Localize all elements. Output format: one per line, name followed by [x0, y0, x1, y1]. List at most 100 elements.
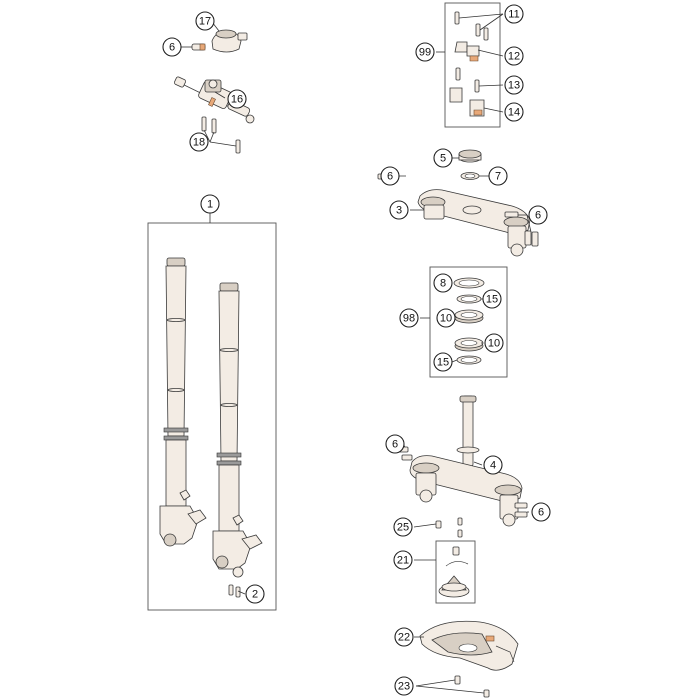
callout-c15b: 15	[433, 352, 453, 372]
washer-part	[460, 172, 480, 180]
callout-number: 1	[207, 199, 213, 211]
callout-circle	[483, 455, 503, 475]
callout-circle	[394, 676, 414, 696]
bearing-kit-frame	[429, 266, 508, 378]
callout-c6c: 6	[528, 205, 548, 225]
callout-circle	[162, 37, 182, 57]
screw-set-25-part	[435, 517, 463, 538]
callout-number: 6	[169, 42, 175, 54]
callout-number: 8	[440, 278, 446, 290]
callout-number: 6	[392, 439, 398, 451]
callout-number: 4	[490, 460, 496, 472]
callout-c17: 17	[195, 11, 215, 31]
callout-number: 10	[440, 313, 452, 325]
callout-circle	[385, 434, 405, 454]
callout-number: 3	[396, 205, 402, 217]
callout-c3: 3	[389, 200, 409, 220]
callout-number: 11	[508, 9, 519, 21]
callout-circle	[504, 4, 524, 24]
callout-circle	[436, 308, 456, 328]
callout-c23: 23	[394, 676, 414, 696]
callout-circle	[399, 308, 419, 328]
callout-circle	[393, 550, 413, 570]
callout-number: 2	[252, 589, 258, 601]
callout-circle	[245, 584, 265, 604]
callout-number: 6	[538, 507, 544, 519]
callout-number: 21	[397, 555, 409, 567]
callout-c7: 7	[488, 166, 508, 186]
callout-c12: 12	[504, 46, 524, 66]
callout-c16: 16	[227, 89, 247, 109]
callout-c18: 18	[189, 132, 209, 152]
callout-number: 12	[508, 51, 520, 63]
callout-number: 99	[419, 47, 431, 59]
callout-c5: 5	[433, 148, 453, 168]
callout-circle	[389, 200, 409, 220]
callout-number: 23	[398, 681, 410, 693]
callout-number: 5	[440, 153, 446, 165]
fork-assembly-frame	[147, 222, 277, 611]
callout-number: 6	[535, 210, 541, 222]
callout-number: 17	[199, 16, 211, 28]
callout-c4: 4	[483, 455, 503, 475]
callout-circle	[504, 75, 524, 95]
bolt-part	[191, 43, 206, 51]
callout-c2: 2	[245, 584, 265, 604]
callout-c22: 22	[394, 627, 414, 647]
callout-circle	[200, 194, 220, 214]
callout-circle	[504, 46, 524, 66]
callout-c13: 13	[504, 75, 524, 95]
callout-number: 13	[508, 80, 520, 92]
callout-c14: 14	[504, 102, 524, 122]
callout-number: 98	[403, 313, 415, 325]
leader-lines	[181, 13, 532, 694]
bolt-set-6-upper-part	[377, 173, 539, 247]
callout-circle	[433, 273, 453, 293]
steering-nut-part	[458, 149, 482, 163]
callout-circle	[195, 11, 215, 31]
callout-circle	[415, 42, 435, 62]
damper-clamp-part	[211, 29, 248, 53]
callout-c21: 21	[393, 550, 413, 570]
callout-c6d: 6	[385, 434, 405, 454]
callout-number: 22	[398, 632, 410, 644]
callout-c98: 98	[399, 308, 419, 328]
callout-number: 25	[397, 522, 409, 534]
callout-circle	[528, 205, 548, 225]
callout-c1: 1	[200, 194, 220, 214]
clamp-kit-frame	[444, 2, 501, 128]
bolt-set-6-lower-part	[397, 446, 528, 518]
callout-c10b: 10	[484, 333, 504, 353]
callout-circle	[531, 502, 551, 522]
callout-circle	[189, 132, 209, 152]
screw-set-23-part	[454, 675, 490, 698]
callout-circle	[394, 627, 414, 647]
callout-circle	[380, 166, 400, 186]
callout-c8: 8	[433, 273, 453, 293]
callout-c6a: 6	[162, 37, 182, 57]
callout-circle	[484, 333, 504, 353]
callout-c25: 25	[393, 517, 413, 537]
callout-number: 18	[193, 137, 205, 149]
callout-circle	[393, 517, 413, 537]
bolt-set-18-part	[201, 116, 241, 154]
upper-triple-clamp-part	[417, 189, 531, 257]
callout-number: 6	[387, 171, 393, 183]
callout-number: 15	[437, 357, 449, 369]
callout-number: 15	[486, 294, 498, 306]
callout-c10a: 10	[436, 308, 456, 328]
callout-c99: 99	[415, 42, 435, 62]
cover-kit-frame	[435, 540, 476, 604]
callout-c11: 11	[504, 4, 524, 24]
callout-circle	[504, 102, 524, 122]
callout-circle	[433, 148, 453, 168]
callout-circle	[227, 89, 247, 109]
callout-c6b: 6	[380, 166, 400, 186]
callout-circle	[433, 352, 453, 372]
fork-leg-left-part	[159, 257, 207, 547]
callout-number: 14	[508, 107, 520, 119]
callout-c6e: 6	[531, 502, 551, 522]
callout-number: 7	[495, 171, 501, 183]
